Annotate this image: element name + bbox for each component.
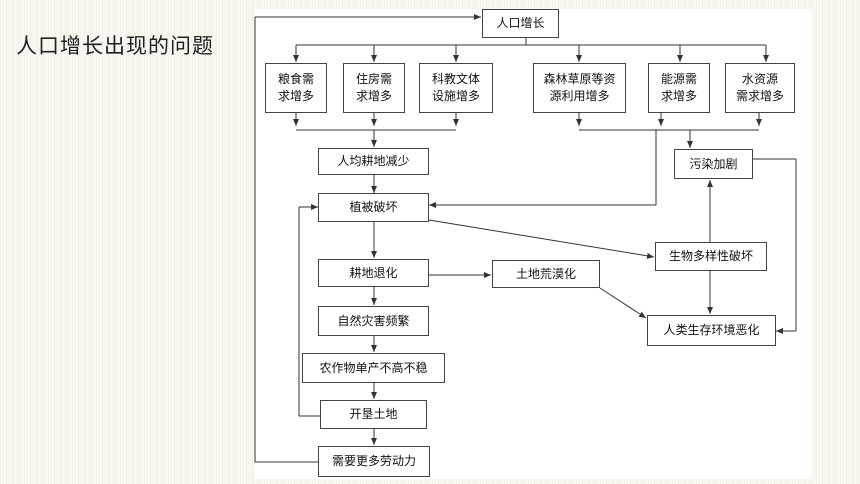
node-farmland-reduction: 人均耕地减少 <box>318 148 429 175</box>
node-living-environment: 人类生存环境恶化 <box>647 315 776 346</box>
node-housing-demand: 住房需 求增多 <box>343 63 405 113</box>
node-edu-facilities: 科教文体 设施增多 <box>419 63 493 113</box>
node-biodiversity-damage: 生物多样性破坏 <box>655 242 767 271</box>
node-water-demand: 水资源 需求增多 <box>725 63 795 113</box>
node-population-growth: 人口增长 <box>482 9 559 38</box>
node-vegetation-damage: 植被破坏 <box>318 193 429 222</box>
node-energy-demand: 能源需 求增多 <box>648 63 710 113</box>
node-crop-yield: 农作物单产不高不稳 <box>302 353 445 383</box>
node-pollution: 污染加剧 <box>674 149 753 179</box>
node-natural-disasters: 自然灾害频繁 <box>318 306 429 336</box>
page-title: 人口增长出现的问题 <box>16 34 214 58</box>
node-food-demand: 粮食需 求增多 <box>265 63 327 113</box>
node-land-reclamation: 开垦土地 <box>320 400 427 429</box>
node-desertification: 土地荒漠化 <box>492 260 600 288</box>
node-forest-resources: 森林草原等资 源利用增多 <box>533 63 626 113</box>
node-farmland-degradation: 耕地退化 <box>318 259 429 287</box>
node-more-labor: 需要更多劳动力 <box>318 446 430 477</box>
